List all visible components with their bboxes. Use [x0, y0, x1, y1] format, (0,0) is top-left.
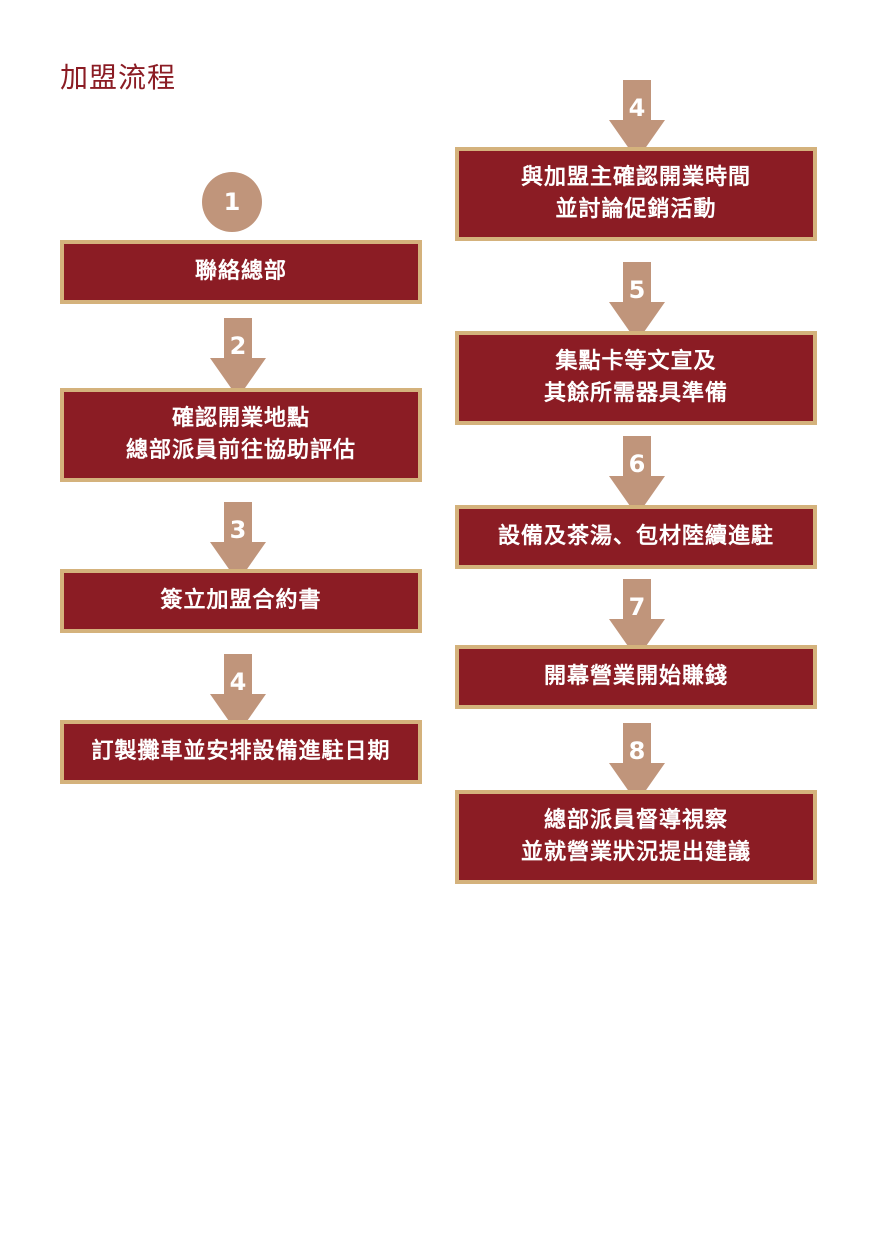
- step-box: 設備及茶湯、包材陸續進駐: [455, 505, 817, 569]
- step-box: 聯絡總部: [60, 240, 422, 304]
- step-label: 集點卡等文宣及 其餘所需器具準備: [543, 349, 728, 406]
- step-number: 5: [628, 276, 646, 304]
- step-label: 總部派員督導視察 並就營業狀況提出建議: [520, 808, 751, 865]
- step-box: 集點卡等文宣及 其餘所需器具準備: [455, 331, 817, 425]
- step-box: 確認開業地點 總部派員前往協助評估: [60, 388, 422, 482]
- step-label: 開幕營業開始賺錢: [543, 664, 728, 689]
- down-arrow-icon: 4: [210, 654, 266, 734]
- down-arrow-icon: 5: [609, 262, 665, 342]
- step-box: 總部派員督導視察 並就營業狀況提出建議: [455, 790, 817, 884]
- step-label: 簽立加盟合約書: [160, 588, 322, 613]
- step-number-circle: 1: [202, 172, 262, 232]
- down-arrow-icon: 7: [609, 579, 665, 659]
- step-box: 開幕營業開始賺錢: [455, 645, 817, 709]
- down-arrow-icon: 3: [210, 502, 266, 582]
- step-label: 訂製攤車並安排設備進駐日期: [91, 739, 391, 764]
- step-number: 4: [628, 94, 646, 122]
- step-number: 6: [628, 450, 646, 478]
- step-number: 1: [223, 188, 241, 216]
- step-label: 設備及茶湯、包材陸續進駐: [497, 524, 774, 549]
- step-label: 聯絡總部: [194, 259, 287, 284]
- page-title: 加盟流程: [60, 61, 177, 94]
- down-arrow-icon: 4: [609, 80, 665, 160]
- step-box: 與加盟主確認開業時間 並討論促銷活動: [455, 147, 817, 241]
- step-label: 確認開業地點 總部派員前往協助評估: [125, 406, 356, 463]
- step-box: 訂製攤車並安排設備進駐日期: [60, 720, 422, 784]
- down-arrow-icon: 2: [210, 318, 266, 398]
- step-box: 簽立加盟合約書: [60, 569, 422, 633]
- step-number: 2: [229, 332, 247, 360]
- step-label: 與加盟主確認開業時間 並討論促銷活動: [520, 165, 751, 222]
- step-number: 4: [229, 668, 247, 696]
- step-number: 8: [628, 737, 646, 765]
- down-arrow-icon: 8: [609, 723, 665, 803]
- step-number: 7: [628, 593, 646, 621]
- down-arrow-icon: 6: [609, 436, 665, 516]
- step-number: 3: [229, 516, 247, 544]
